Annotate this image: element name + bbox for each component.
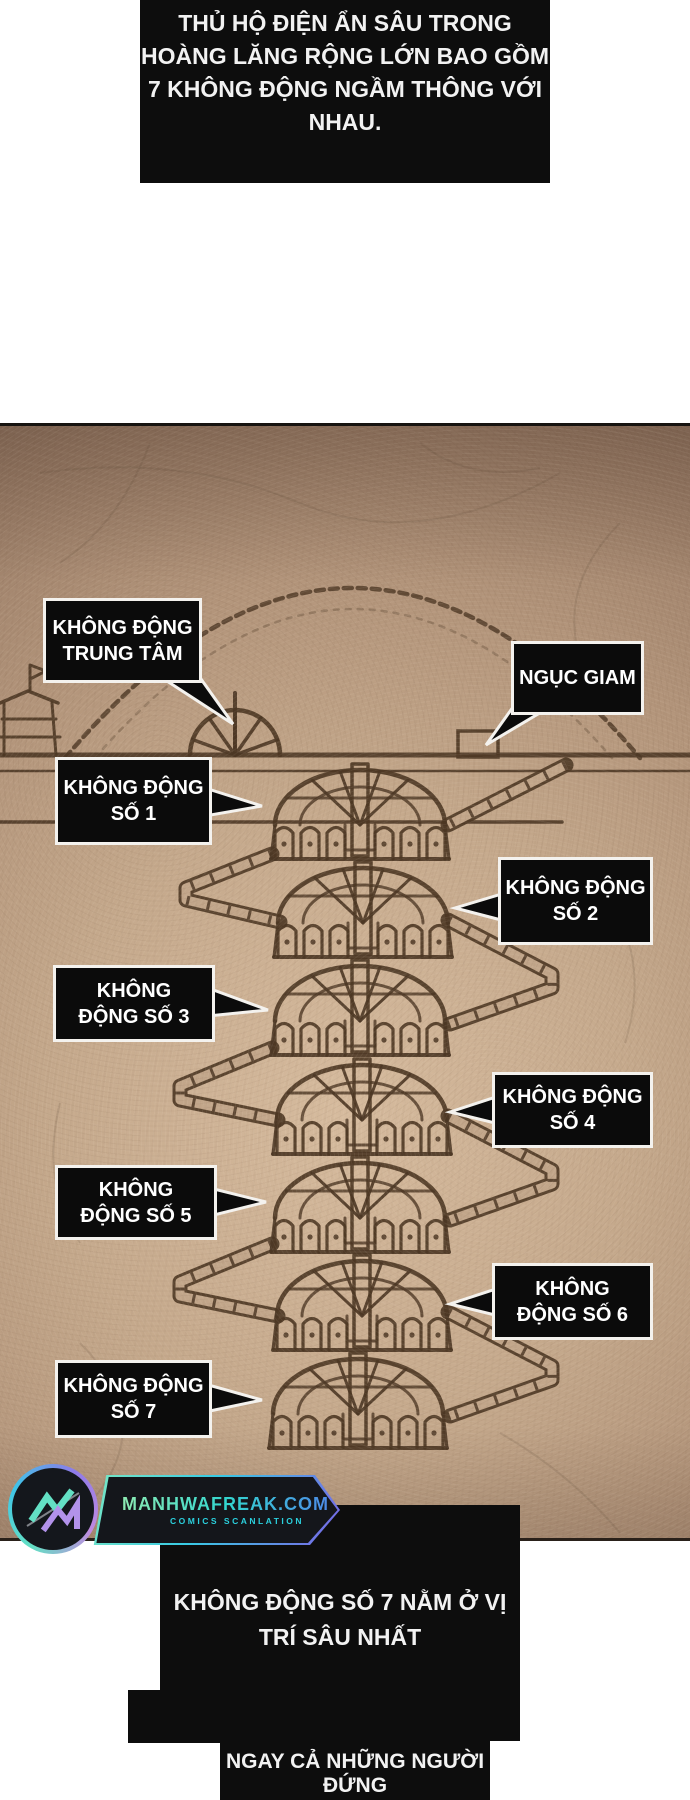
label-cave-1-line: SỐ 1 xyxy=(110,803,157,825)
logo-monogram-icon xyxy=(12,1468,94,1550)
label-cave-4-line: KHÔNG ĐỘNG xyxy=(502,1086,643,1108)
label-cave-2-line: SỐ 2 xyxy=(552,903,599,925)
label-central-cave-line: KHÔNG ĐỘNG xyxy=(52,616,193,639)
label-cave-7-line: SỐ 7 xyxy=(110,1401,157,1423)
tomb-map-drawing xyxy=(0,442,690,1534)
label-cave-6: KHÔNG ĐỘNG SỐ 6 xyxy=(492,1263,653,1340)
label-cave-4-line: SỐ 4 xyxy=(549,1112,596,1134)
scanlation-logo: MANHWAFREAK.COM COMICS SCANLATION xyxy=(6,1462,346,1562)
label-cave-3-line: ĐỘNG SỐ 3 xyxy=(78,1005,190,1028)
label-cave-6-line: KHÔNG xyxy=(535,1277,610,1300)
label-cave-3-line: KHÔNG xyxy=(96,979,172,1002)
label-cave-1-line: KHÔNG ĐỘNG xyxy=(63,777,204,799)
label-cave-5: KHÔNG ĐỘNG SỐ 5 xyxy=(55,1165,217,1240)
label-central-cave: KHÔNG ĐỘNG TRUNG TÂM xyxy=(43,598,202,683)
label-cave-1: KHÔNG ĐỘNG SỐ 1 xyxy=(55,757,212,845)
label-cave-6-line: ĐỘNG SỐ 6 xyxy=(516,1303,629,1326)
label-cave-3: KHÔNG ĐỘNG SỐ 3 xyxy=(53,965,215,1042)
caption-bottom-secondary: NGAY CẢ NHỮNG NGƯỜI ĐỨNG xyxy=(220,1727,490,1800)
label-cave-5-line: ĐỘNG SỐ 5 xyxy=(80,1204,192,1227)
label-prison: NGỤC GIAM xyxy=(511,641,644,715)
label-cave-4: KHÔNG ĐỘNG SỐ 4 xyxy=(492,1072,653,1148)
label-cave-2-line: KHÔNG ĐỘNG xyxy=(505,877,646,899)
label-prison-line: NGỤC GIAM xyxy=(519,667,636,689)
label-cave-7-line: KHÔNG ĐỘNG xyxy=(63,1375,204,1397)
logo-ring xyxy=(8,1464,98,1554)
label-cave-5-line: KHÔNG xyxy=(98,1178,174,1201)
logo-tagline-text: COMICS SCANLATION xyxy=(170,1516,304,1526)
caption-top: THỦ HỘ ĐIỆN ẨN SÂU TRONG HOÀNG LĂNG RỘNG… xyxy=(140,0,550,183)
logo-banner: MANHWAFREAK.COM COMICS SCANLATION xyxy=(93,1475,340,1545)
label-cave-7: KHÔNG ĐỘNG SỐ 7 xyxy=(55,1360,212,1438)
label-central-cave-line: TRUNG TÂM xyxy=(62,642,183,665)
logo-banner-plate: MANHWAFREAK.COM COMICS SCANLATION xyxy=(96,1477,338,1543)
logo-site-text: MANHWAFREAK.COM xyxy=(122,1494,338,1515)
label-cave-2: KHÔNG ĐỘNG SỐ 2 xyxy=(498,857,653,945)
